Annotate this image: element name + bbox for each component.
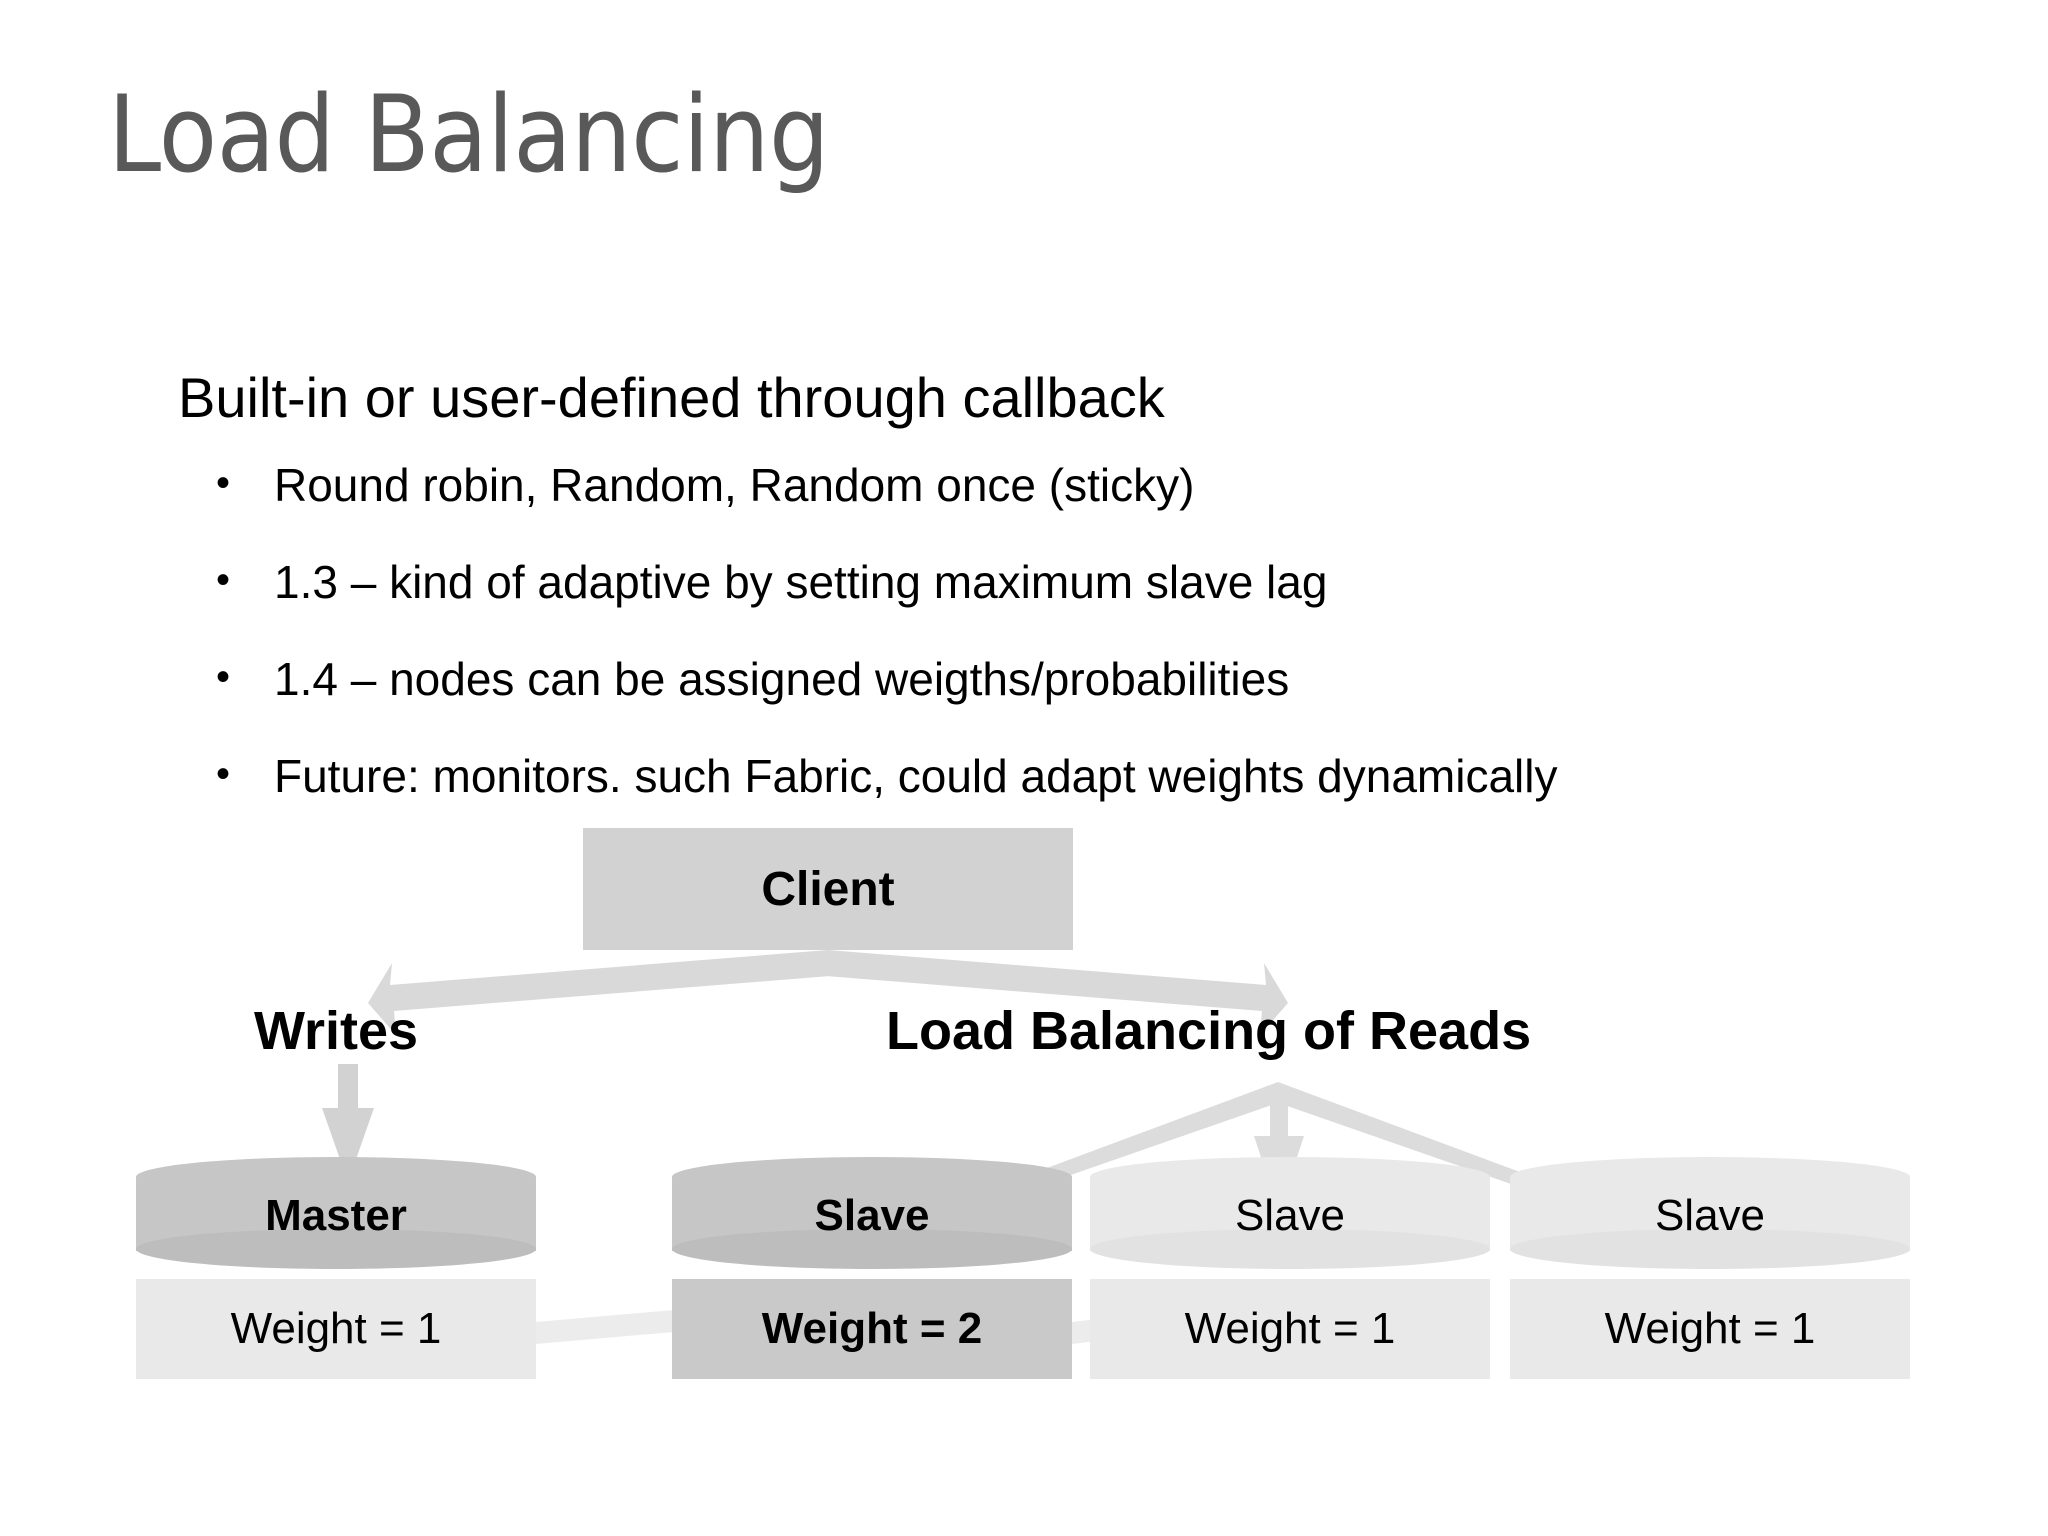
node-weight-box: Weight = 1 (1090, 1279, 1490, 1379)
writes-branch-label: Writes (254, 1001, 419, 1061)
slave-cylinder-icon: Slave (672, 1157, 1072, 1269)
page-title: Load Balancing (108, 73, 830, 196)
node-role-label: Slave (1234, 1191, 1346, 1240)
client-split-arrow-icon (368, 950, 1288, 1035)
slave-cylinder-icon: Slave (1090, 1157, 1490, 1269)
bullet-text: Round robin, Random, Random once (sticky… (274, 459, 1195, 511)
node-weight-box: Weight = 2 (672, 1279, 1072, 1379)
lead-line: Built-in or user-defined through callbac… (178, 366, 1165, 429)
node-slave-2[interactable]: Slave Weight = 1 (1090, 1157, 1490, 1379)
slave-cylinder-icon: Slave (1510, 1157, 1910, 1269)
client-label: Client (761, 862, 895, 916)
node-slave-3[interactable]: Slave Weight = 1 (1510, 1157, 1910, 1379)
writes-arrow-icon (322, 1064, 374, 1182)
body-text-block: Built-in or user-defined through callbac… (178, 370, 1998, 850)
client-box[interactable]: Client (583, 828, 1073, 950)
node-slave-1[interactable]: Slave Weight = 2 (672, 1157, 1072, 1379)
bullet-dot-icon: • (216, 558, 231, 602)
bullet-item-4: • Future: monitors. such Fabric, could a… (178, 753, 1998, 799)
node-role-label: Slave (814, 1191, 930, 1240)
node-role-label: Master (265, 1191, 407, 1240)
node-weight-box: Weight = 1 (1510, 1279, 1910, 1379)
node-role-label: Slave (1654, 1191, 1766, 1240)
cylinder-bottom-ellipse (136, 1229, 536, 1269)
master-cylinder-icon: Master (136, 1157, 536, 1269)
bullet-dot-icon: • (216, 752, 231, 796)
node-weight-box: Weight = 1 (136, 1279, 536, 1379)
cylinder-bottom-ellipse (1510, 1229, 1910, 1269)
reads-branch-label: Load Balancing of Reads (886, 1001, 1532, 1061)
cylinder-bottom-ellipse (672, 1229, 1072, 1269)
bullet-text: 1.4 – nodes can be assigned weigths/prob… (274, 653, 1290, 705)
bullet-text: Future: monitors. such Fabric, could ada… (274, 750, 1558, 802)
bullet-item-1: • Round robin, Random, Random once (stic… (178, 462, 1998, 508)
node-master[interactable]: Master Weight = 1 (136, 1157, 536, 1379)
bullet-item-3: • 1.4 – nodes can be assigned weigths/pr… (178, 656, 1998, 702)
bullet-item-2: • 1.3 – kind of adaptive by setting maxi… (178, 559, 1998, 605)
bullet-text: 1.3 – kind of adaptive by setting maximu… (274, 556, 1328, 608)
bullet-dot-icon: • (216, 461, 231, 505)
bullet-list: • Round robin, Random, Random once (stic… (178, 462, 1998, 799)
reads-fan-arrows-icon (888, 1082, 1668, 1248)
bullet-dot-icon: • (216, 655, 231, 699)
cylinder-bottom-ellipse (1090, 1229, 1490, 1269)
